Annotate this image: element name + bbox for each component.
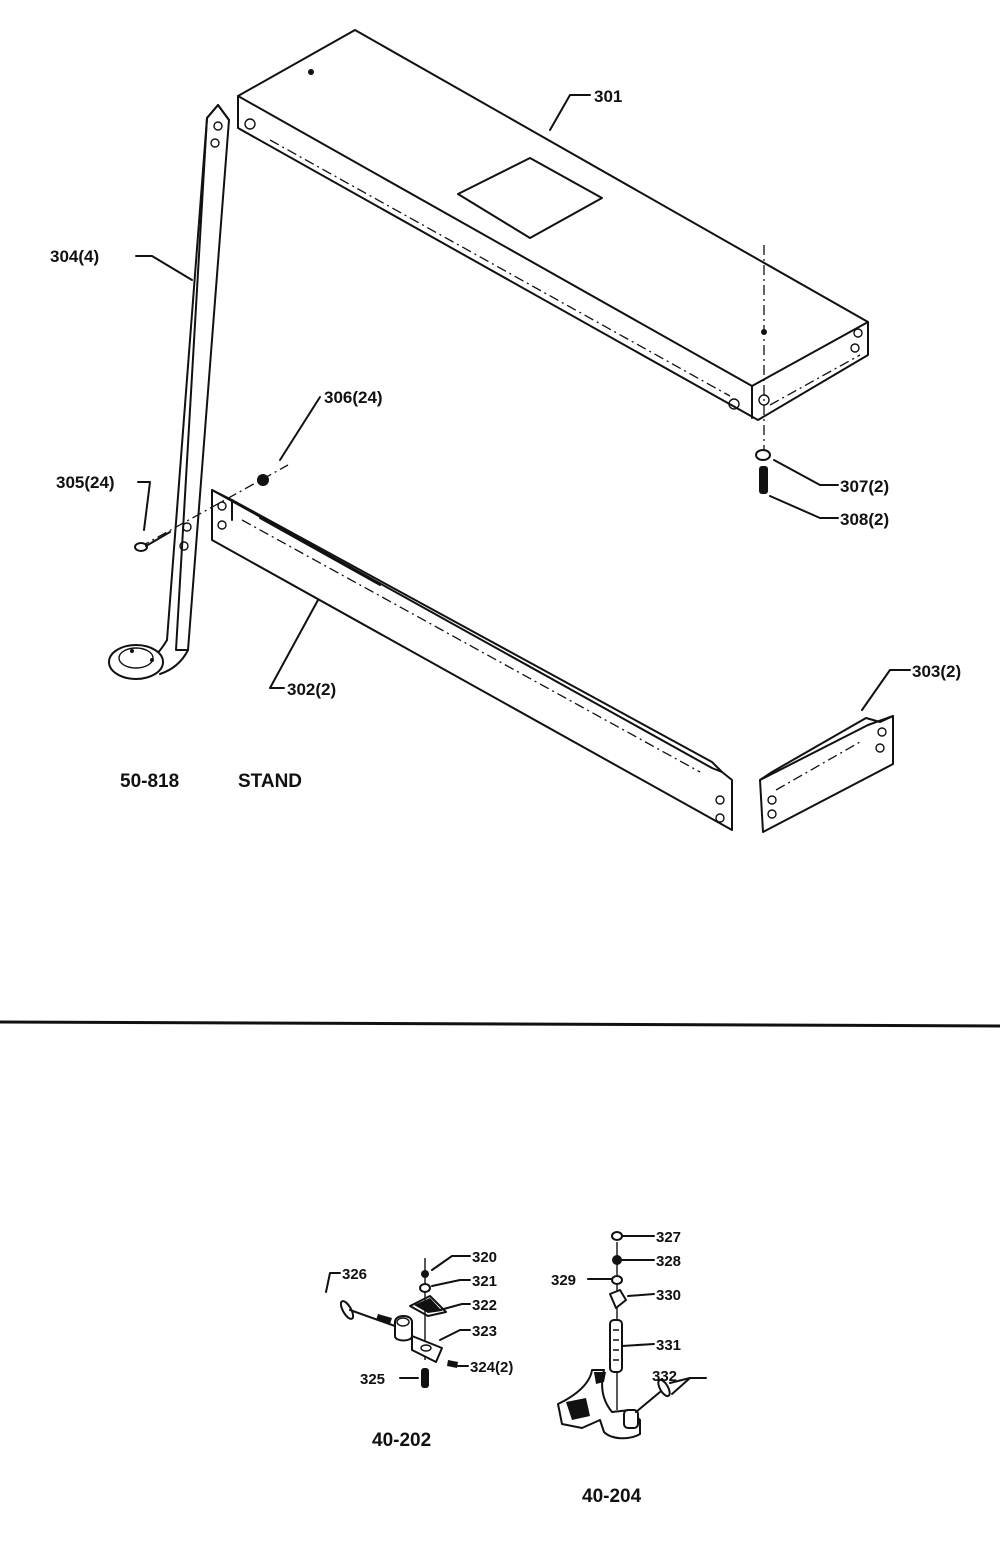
stand-caption-model: 50-818 (120, 771, 179, 792)
callout-329: 329 (551, 1272, 576, 1289)
stand-hardware (134, 449, 771, 552)
callout-304: 304(4) (50, 247, 99, 266)
stand-caption-name: STAND (238, 771, 302, 792)
callout-305: 305(24) (56, 473, 115, 492)
stand-top-301 (237, 29, 869, 450)
callout-322: 322 (472, 1297, 497, 1314)
callout-320: 320 (472, 1249, 497, 1266)
callout-327: 327 (656, 1229, 681, 1246)
callout-307: 307(2) (840, 477, 889, 496)
callout-323: 323 (472, 1323, 497, 1340)
callout-301: 301 (594, 87, 622, 106)
section-divider (0, 1020, 1000, 1028)
callout-324: 324(2) (470, 1359, 513, 1376)
stand-stretcher-302 (211, 489, 733, 831)
callout-303: 303(2) (912, 662, 961, 681)
callout-331: 331 (656, 1337, 681, 1354)
callout-332: 332 (652, 1368, 677, 1385)
guide-40-204-drawing (557, 1231, 707, 1440)
guide-40-204-caption: 40-204 (582, 1486, 642, 1507)
stand-leg-304 (108, 104, 230, 680)
stand-end-bracket-303 (759, 715, 894, 833)
callout-321: 321 (472, 1273, 497, 1290)
callout-306: 306(24) (324, 388, 383, 407)
callout-330: 330 (656, 1287, 681, 1304)
callout-326: 326 (342, 1266, 367, 1283)
callout-328: 328 (656, 1253, 681, 1270)
stand-leaders (135, 94, 911, 711)
guide-40-202-drawing (325, 1255, 471, 1388)
callout-308: 308(2) (840, 510, 889, 529)
guide-40-202-caption: 40-202 (372, 1430, 431, 1451)
callout-325: 325 (360, 1371, 385, 1388)
callout-302: 302(2) (287, 680, 336, 699)
